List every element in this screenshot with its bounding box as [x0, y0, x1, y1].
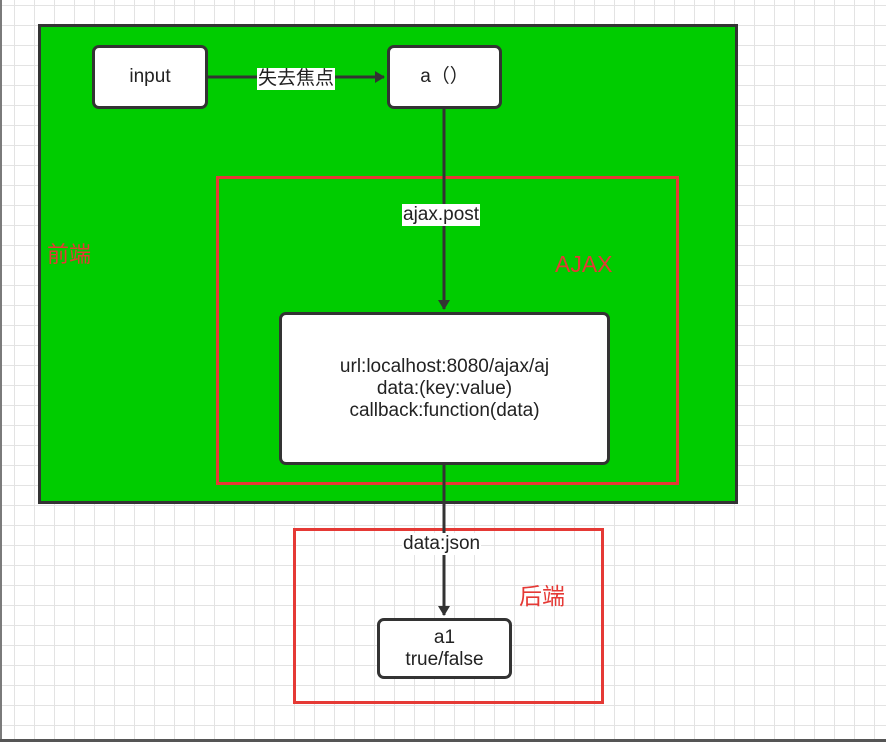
ajax-region-label: AJAX: [555, 251, 613, 277]
canvas-left-border: [0, 0, 2, 742]
function-a-node: a（）: [387, 45, 502, 109]
edge-label-post: ajax.post: [402, 204, 481, 226]
a1-result-line: true/false: [405, 648, 484, 670]
canvas-bottom-border: [0, 739, 886, 742]
function-a-label: a（）: [420, 66, 469, 87]
edge-label-blur: 失去焦点: [257, 68, 336, 90]
backend-region: [293, 528, 604, 704]
ajax-region: [216, 176, 679, 485]
ajax-request-node: url:localhost:8080/ajax/aj data:(key:val…: [279, 312, 610, 465]
input-node-label: input: [129, 66, 171, 87]
ajax-callback-line: callback:function(data): [349, 399, 540, 421]
input-node: input: [92, 45, 208, 109]
frontend-region-label: 前端: [47, 242, 92, 267]
a1-name-line: a1: [433, 626, 456, 648]
ajax-data-line: data:(key:value): [376, 377, 513, 399]
backend-a1-node: a1 true/false: [377, 618, 512, 679]
backend-region-label: 后端: [519, 583, 565, 609]
ajax-url-line: url:localhost:8080/ajax/aj: [339, 355, 550, 377]
edge-label-json: data:json: [402, 533, 482, 555]
